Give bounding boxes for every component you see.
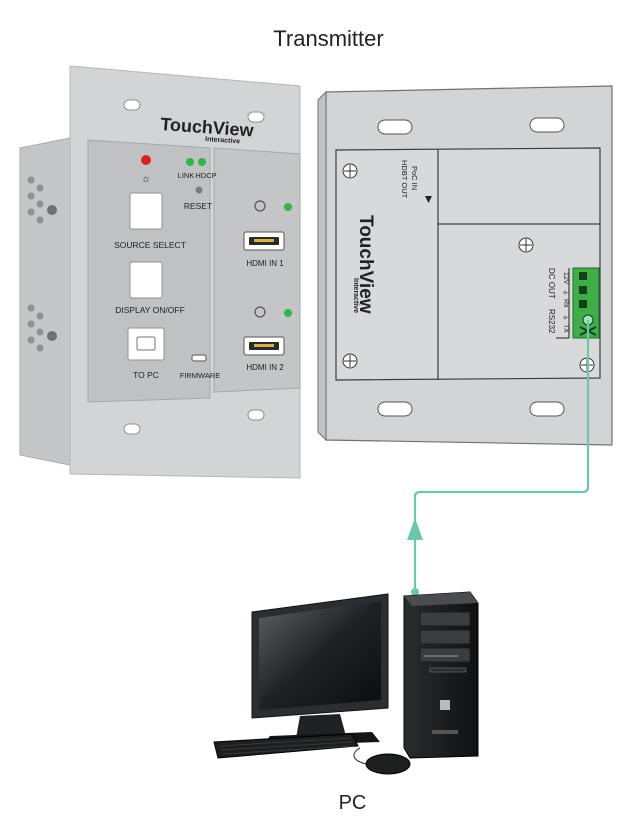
pin-label-3: Rx <box>562 299 569 308</box>
front-wall-plate: ☼ TouchView Interactive SOURCE SELECT DI… <box>19 65 301 479</box>
usb-b-port[interactable] <box>127 327 165 361</box>
front-brand-sub: Interactive <box>205 136 241 145</box>
hdmi1-led-ring <box>254 200 266 212</box>
power-led <box>141 155 151 165</box>
back-brand-sub: Interactive <box>352 278 359 313</box>
pin-label-1: 12V <box>562 272 569 285</box>
hdcp-label: HDCP <box>195 171 216 180</box>
to-pc-label: TO PC <box>133 370 159 380</box>
source-select-button[interactable] <box>129 192 163 230</box>
serial-cable <box>413 320 590 590</box>
pin-label-5: TX <box>562 324 569 333</box>
back-brand-logo: TouchView <box>355 215 376 314</box>
mounting-bracket <box>19 137 78 466</box>
diagram-title: Transmitter <box>273 26 384 51</box>
display-onoff-label: DISPLAY ON/OFF <box>115 305 185 315</box>
cable-endpoint <box>411 588 419 596</box>
hdmi2-led <box>284 309 292 317</box>
link-led <box>186 158 194 166</box>
display-onoff-button[interactable] <box>129 261 163 299</box>
hdmi-in2-port[interactable] <box>243 336 285 356</box>
mouse-icon <box>365 753 411 775</box>
rj45-arrow-icon <box>425 196 432 203</box>
rs232-label: RS232 <box>547 309 556 334</box>
hdmi-in2-label: HDMI IN 2 <box>246 363 284 372</box>
brightness-icon: ☼ <box>141 173 151 185</box>
keyboard-icon <box>213 733 359 759</box>
hdmi1-led <box>284 203 292 211</box>
tower-icon <box>403 591 479 759</box>
hdmi2-led-ring <box>254 306 266 318</box>
pc-label: PC <box>338 792 367 814</box>
hdmi-in1-label: HDMI IN 1 <box>246 259 284 268</box>
hdbt-out-label: HDBT OUT <box>400 160 409 199</box>
hdmi-in1-port[interactable] <box>243 231 285 251</box>
firmware-port[interactable] <box>191 354 207 362</box>
screw <box>342 163 358 179</box>
pin-label-2: ⏚ <box>562 289 570 296</box>
back-panel: TouchView Interactive HDBT OUT PoC IN DC… <box>317 85 613 446</box>
source-select-label: SOURCE SELECT <box>114 240 186 250</box>
pin-label-4: ⏚ <box>562 314 570 321</box>
link-label: LINK <box>178 171 195 180</box>
rs232-terminal-block[interactable] <box>572 267 600 339</box>
reset-label: RESET <box>184 201 212 211</box>
hdcp-led <box>198 158 206 166</box>
cable-arrow-icon <box>407 518 423 540</box>
pc-computer <box>213 591 479 775</box>
reset-button[interactable] <box>195 186 203 194</box>
pin-labels: 12V ⏚ Rx ⏚ TX <box>562 272 570 333</box>
firmware-label: FIRMWARE <box>180 371 221 380</box>
dc-out-label: DC OUT <box>547 268 556 299</box>
monitor-icon <box>251 593 389 746</box>
poc-in-label: PoC IN <box>410 166 419 190</box>
